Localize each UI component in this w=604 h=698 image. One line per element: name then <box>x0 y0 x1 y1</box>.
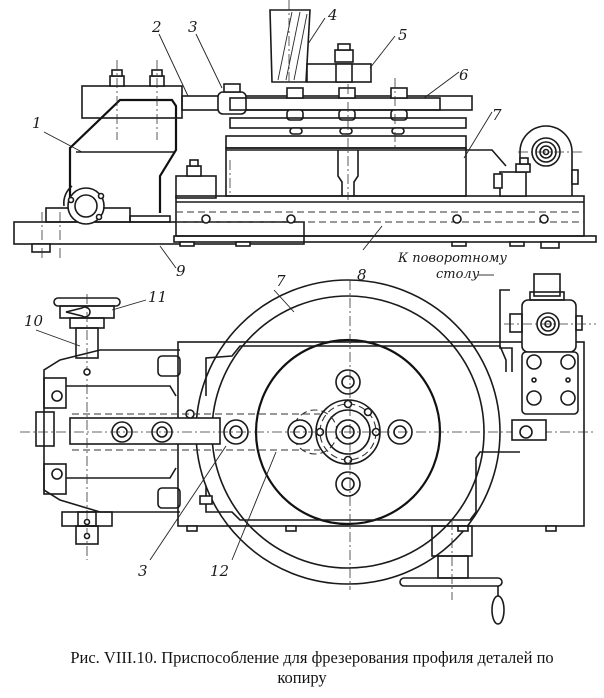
callout-7-side: 7 <box>492 106 502 124</box>
callout-6: 6 <box>459 66 469 84</box>
callout-8: 8 <box>357 266 367 284</box>
note-line-1: К поворотному <box>397 251 507 266</box>
callout-3: 3 <box>188 18 198 36</box>
template-plate <box>225 78 467 150</box>
arm <box>81 60 183 140</box>
callout-11: 11 <box>148 288 167 306</box>
callout-5: 5 <box>398 26 408 44</box>
center-hub <box>287 369 413 497</box>
leader-lines-plan <box>35 289 295 561</box>
callout-1: 1 <box>32 114 42 132</box>
figure-number: Рис. VIII.10. <box>70 648 158 667</box>
bottom-handle <box>399 520 505 625</box>
base-plate <box>13 212 305 258</box>
callout-7-plan: 7 <box>276 272 286 290</box>
rotary-table <box>225 84 507 200</box>
callout-2: 2 <box>151 18 162 36</box>
leader-lines-top <box>43 17 493 269</box>
caption-line-1: Рис. VIII.10. Приспособление для фрезеро… <box>0 648 604 668</box>
milling-cutter <box>269 0 311 83</box>
left-clamp-jaws <box>35 349 249 513</box>
callout-9: 9 <box>176 262 186 280</box>
worm-drive-plan <box>499 273 596 441</box>
slide-body <box>173 159 597 249</box>
worm-gear-housing <box>493 125 584 197</box>
clamp <box>306 43 372 83</box>
adjusting-screw <box>53 294 121 560</box>
note-line-2: столу <box>436 267 480 282</box>
center-lines <box>20 280 596 590</box>
side-view: 1 2 3 4 5 6 7 8 9 К поворотному столу <box>13 0 597 284</box>
caption-line-2: копиру <box>277 668 327 687</box>
plan-view: 7 10 11 3 12 <box>20 272 596 625</box>
callout-labels-plan: 7 10 11 3 12 <box>24 272 286 580</box>
technical-drawing: 1 2 3 4 5 6 7 8 9 К поворотному столу <box>13 0 597 625</box>
rotary-table-note: К поворотному столу <box>397 251 507 282</box>
figure-caption: Рис. VIII.10. Приспособление для фрезеро… <box>0 648 604 688</box>
callout-4: 4 <box>327 6 338 24</box>
callout-12: 12 <box>210 562 229 580</box>
bracket <box>45 98 178 225</box>
callout-3-plan: 3 <box>138 562 148 580</box>
callout-10: 10 <box>24 312 44 330</box>
callout-labels-top: 1 2 3 4 5 6 7 8 9 <box>32 6 502 284</box>
caption-text: Приспособление для фрезерования профиля … <box>161 648 554 667</box>
